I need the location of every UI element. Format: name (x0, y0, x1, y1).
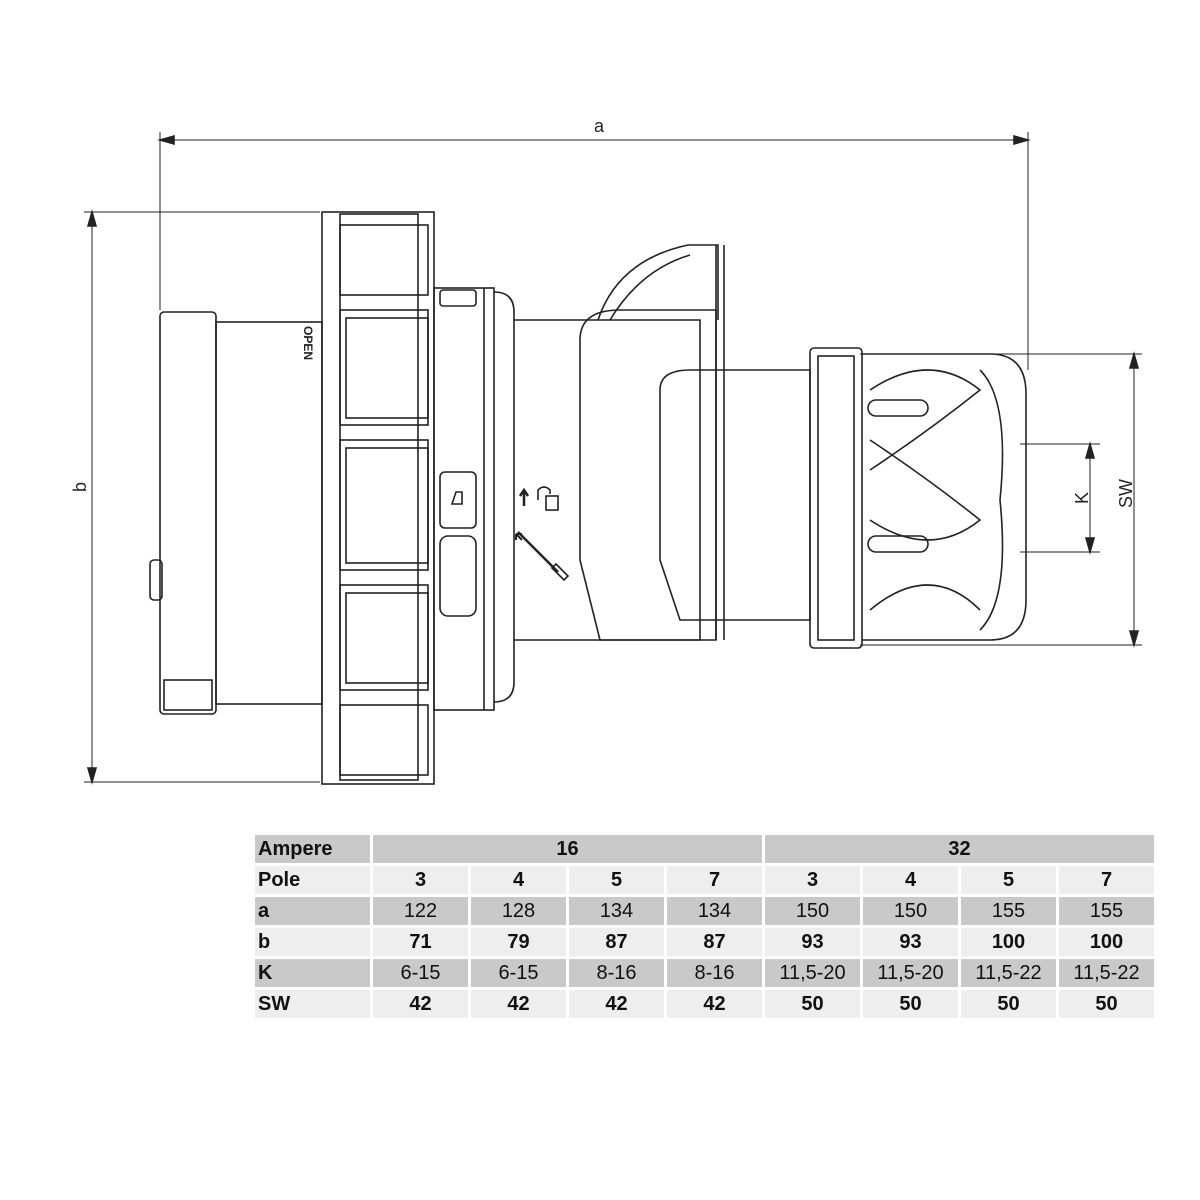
table-cell: 11,5-22 (961, 959, 1056, 987)
table-cell: 50 (961, 990, 1056, 1018)
table-cell: 150 (863, 897, 958, 925)
table-cell: 134 (667, 897, 762, 925)
table-cell: 71 (373, 928, 468, 956)
table-cell: 3 (765, 866, 860, 894)
row-label: b (255, 928, 370, 956)
table-cell: 155 (961, 897, 1056, 925)
dimension-k-label: K (1072, 492, 1092, 504)
row-label: Pole (255, 866, 370, 894)
table-cell: 3 (373, 866, 468, 894)
table-cell: 79 (471, 928, 566, 956)
table-cell: 7 (1059, 866, 1154, 894)
table-cell: 100 (1059, 928, 1154, 956)
open-marking: OPEN (301, 326, 315, 360)
table-cell: 93 (765, 928, 860, 956)
table-cell: 42 (471, 990, 566, 1018)
table-cell: 87 (667, 928, 762, 956)
table-cell: 42 (569, 990, 664, 1018)
locking-ring (321, 211, 435, 785)
table-cell: 155 (1059, 897, 1154, 925)
body (433, 244, 811, 711)
table-cell: 4 (863, 866, 958, 894)
rear-flange: OPEN (149, 311, 323, 715)
cable-gland (809, 347, 1027, 649)
dimension-k: K (1020, 441, 1100, 555)
unlock-screwdriver-icon (515, 486, 570, 582)
dimension-b: b (70, 209, 320, 785)
table-row-ampere: Ampere 16 32 (255, 835, 1154, 863)
table-cell: 4 (471, 866, 566, 894)
table-cell: 6-15 (373, 959, 468, 987)
row-label: K (255, 959, 370, 987)
table-cell: 11,5-22 (1059, 959, 1154, 987)
table-cell: 50 (863, 990, 958, 1018)
table-cell: 87 (569, 928, 664, 956)
table-cell: 134 (569, 897, 664, 925)
table-cell: 8-16 (667, 959, 762, 987)
connector-drawing: a b SW K OPEN (70, 116, 1142, 785)
dimension-b-label: b (70, 482, 90, 492)
table-cell: 5 (569, 866, 664, 894)
dimension-sw-label: SW (1116, 479, 1136, 508)
table-cell: 122 (373, 897, 468, 925)
table-cell: 7 (667, 866, 762, 894)
table-cell: 11,5-20 (863, 959, 958, 987)
table-cell: 150 (765, 897, 860, 925)
dimension-sw: SW (860, 351, 1142, 648)
table-cell: 11,5-20 (765, 959, 860, 987)
group-16: 16 (373, 835, 762, 863)
table-cell: 42 (667, 990, 762, 1018)
table-cell: 100 (961, 928, 1056, 956)
table-cell: 6-15 (471, 959, 566, 987)
table-cell: 50 (765, 990, 860, 1018)
table-cell: 5 (961, 866, 1056, 894)
table-cell: 50 (1059, 990, 1154, 1018)
table-cell: 42 (373, 990, 468, 1018)
dimension-a: a (157, 116, 1031, 370)
table-cell: 128 (471, 897, 566, 925)
row-label: Ampere (255, 835, 370, 863)
row-label: a (255, 897, 370, 925)
table-cell: 93 (863, 928, 958, 956)
dimension-a-label: a (594, 116, 605, 136)
row-label: SW (255, 990, 370, 1018)
group-32: 32 (765, 835, 1154, 863)
table-cell: 8-16 (569, 959, 664, 987)
